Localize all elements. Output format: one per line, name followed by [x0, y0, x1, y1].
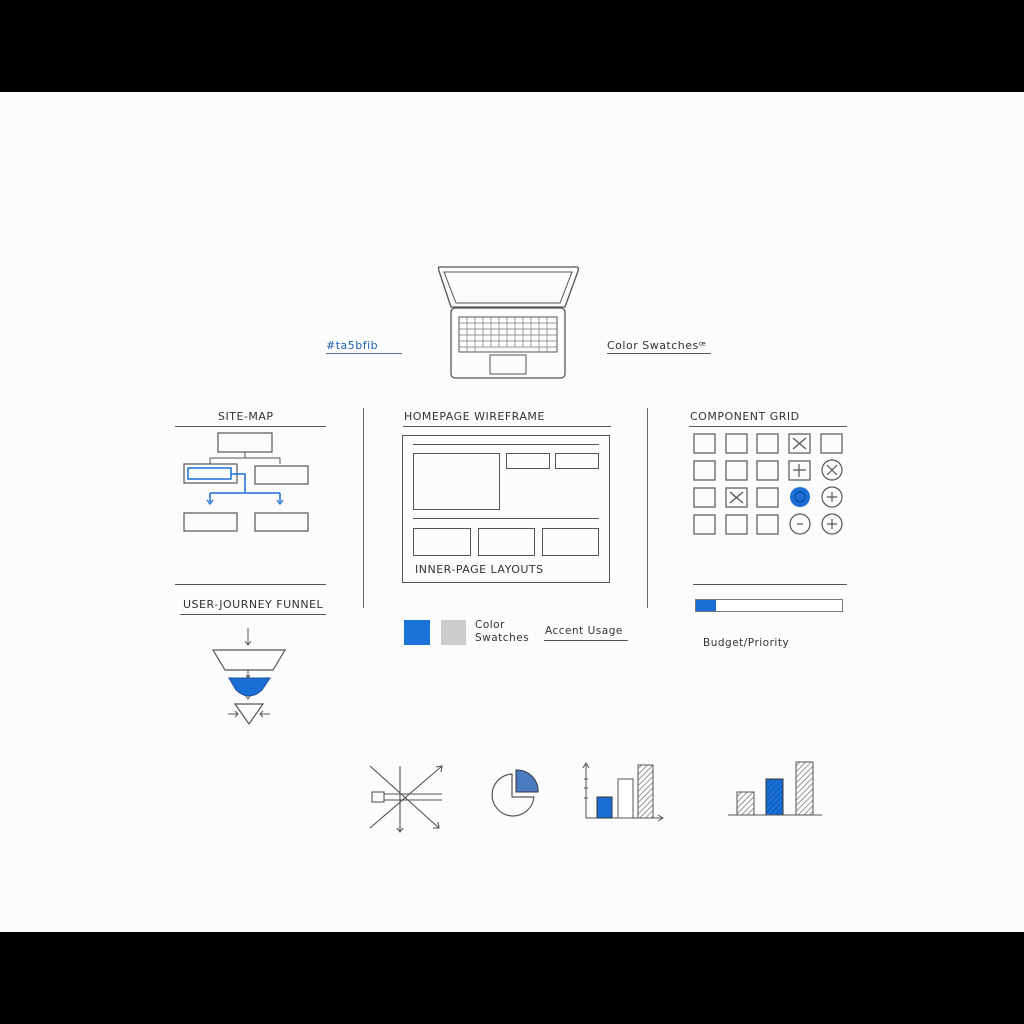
wireframe-block — [506, 453, 550, 469]
site-map-diagram — [183, 432, 309, 532]
divider-right — [647, 408, 648, 608]
component-grid — [693, 433, 843, 535]
wireframe-header-line — [413, 444, 599, 445]
wireframe-block — [555, 453, 599, 469]
swatches-label-line2: Swatches — [475, 632, 530, 644]
site-map-underline — [175, 426, 326, 427]
wireframe-card — [413, 528, 471, 556]
user-journey-funnel-title: USER-JOURNEY FUNNEL — [183, 598, 324, 611]
accent-usage-label: Accent Usage — [545, 625, 623, 637]
component-grid-title: COMPONENT GRID — [690, 410, 800, 423]
accent-usage-underline — [544, 640, 628, 641]
bar-chart-small — [582, 762, 664, 822]
wireframe-card — [542, 528, 599, 556]
swatches-underline — [607, 353, 711, 354]
hex-underline — [326, 353, 402, 354]
pie-chart-icon — [491, 769, 539, 817]
funnel-underline — [180, 614, 326, 615]
component-grid-underline — [689, 426, 847, 427]
diagram-canvas: #ta5bfib Color Swatchesꟹ SITE-MAP HOMEPA… — [0, 92, 1024, 932]
wireframe-frame — [402, 435, 610, 583]
budget-progress-bar — [695, 599, 843, 612]
laptop-icon — [437, 266, 579, 379]
swatch-accent-blue — [404, 620, 430, 645]
crossing-lines-icon — [369, 765, 443, 833]
funnel-top-line — [175, 584, 326, 585]
site-map-title: SITE-MAP — [218, 410, 274, 423]
funnel-diagram — [211, 628, 287, 726]
color-swatches-label: Color Swatchesꟹ — [607, 339, 707, 352]
budget-bar-chart — [728, 761, 822, 816]
wireframe-underline — [403, 426, 611, 427]
divider-left — [363, 408, 364, 608]
wireframe-hero-block — [413, 453, 500, 510]
swatch-gray — [441, 620, 466, 645]
wireframe-divider-line — [413, 518, 599, 519]
wireframe-card — [478, 528, 535, 556]
homepage-wireframe-title: HOMEPAGE WIREFRAME — [404, 410, 545, 423]
hex-code-label: #ta5bfib — [326, 339, 379, 352]
budget-priority-label: Budget/Priority — [703, 637, 790, 649]
budget-top-line — [693, 584, 847, 585]
inner-page-layouts-label: INNER-PAGE LAYOUTS — [415, 563, 544, 576]
budget-progress-fill — [696, 600, 717, 611]
swatches-label-line1: Color — [475, 619, 505, 631]
